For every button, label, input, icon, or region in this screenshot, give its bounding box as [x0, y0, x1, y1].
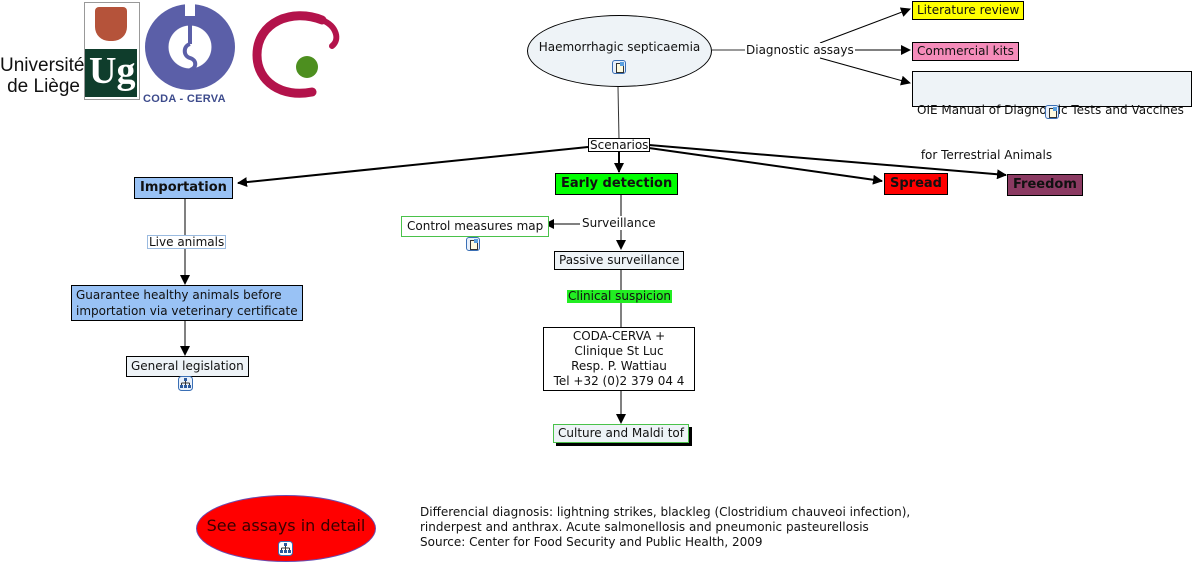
node-literature-review[interactable]: Literature review	[912, 1, 1025, 20]
node-freedom[interactable]: Freedom	[1007, 174, 1083, 196]
guarantee-line1: Guarantee healthy animals before	[76, 288, 282, 302]
edge-root-scenarios	[617, 86, 620, 140]
ulg-name: Université de Liège	[0, 55, 85, 97]
node-guarantee-healthy[interactable]: Guarantee healthy animals before importa…	[71, 285, 303, 321]
edge-spread	[648, 147, 883, 185]
guarantee-line2: importation via veterinary certificate	[76, 304, 298, 318]
edge-importation	[237, 146, 589, 188]
concept-map-icon[interactable]	[278, 541, 293, 556]
document-icon[interactable]	[1045, 105, 1059, 119]
edge-freedom	[648, 144, 1007, 180]
node-commercial-kits[interactable]: Commercial kits	[912, 42, 1019, 61]
contact-line2: Clinique St Luc	[574, 344, 664, 358]
node-coda-cerva-contact[interactable]: CODA-CERVA + Clinique St Luc Resp. P. Wa…	[543, 327, 695, 391]
fasfc-logo	[252, 11, 340, 98]
ulg-name-line2: de Liège	[7, 76, 80, 97]
root-concept[interactable]: Haemorrhagic septicaemia	[527, 15, 712, 87]
node-passive-surveillance[interactable]: Passive surveillance	[554, 251, 685, 270]
node-control-measures-map[interactable]: Control measures map	[401, 216, 550, 237]
ulg-letters: Ug	[89, 50, 136, 92]
coda-cerva-text: CODA - CERVA	[143, 93, 226, 105]
link-scenarios: Scenarios	[588, 138, 651, 152]
crest-icon	[95, 7, 127, 41]
node-importation[interactable]: Importation	[134, 177, 233, 199]
document-icon[interactable]	[612, 60, 626, 74]
differential-diagnosis-note: Differencial diagnosis: lightning strike…	[420, 505, 910, 550]
root-label: Haemorrhagic septicaemia	[538, 40, 701, 54]
link-surveillance: Surveillance	[581, 216, 657, 230]
link-diagnostic-assays: Diagnostic assays	[745, 43, 855, 57]
node-spread[interactable]: Spread	[884, 173, 948, 195]
note-line2: rinderpest and anthrax. Acute salmonello…	[420, 520, 869, 534]
node-early-detection[interactable]: Early detection	[555, 173, 679, 195]
link-clinical-suspicion: Clinical suspicion	[567, 289, 673, 303]
edge-oie	[819, 57, 911, 86]
coda-serpent-icon	[182, 4, 198, 72]
contact-line4: Tel +32 (0)2 379 04 4	[553, 374, 685, 388]
document-icon[interactable]	[466, 237, 480, 251]
see-assays-label: See assays in detail	[206, 516, 366, 535]
note-source: Source: Center for Food Security and Pub…	[420, 535, 763, 549]
node-culture-maldi-tof[interactable]: Culture and Maldi tof	[553, 424, 689, 443]
link-live-animals: Live animals	[147, 235, 227, 249]
note-line1: Differencial diagnosis: lightning strike…	[420, 505, 911, 519]
edge-literature	[819, 7, 911, 44]
ulg-name-line1: Université	[0, 55, 85, 76]
node-oie-manual[interactable]: OIE Manual of Diagnostic Tests and Vacci…	[912, 71, 1192, 162]
node-general-legislation[interactable]: General legislation	[126, 356, 249, 377]
contact-line1: CODA-CERVA +	[572, 329, 666, 343]
contact-line3: Resp. P. Wattiau	[571, 359, 667, 373]
ulg-emblem: Ug	[84, 2, 140, 100]
ulg-green-block	[85, 49, 137, 97]
concept-map-icon[interactable]	[178, 376, 193, 391]
oie-line2: for Terrestrial Animals	[917, 148, 1053, 162]
